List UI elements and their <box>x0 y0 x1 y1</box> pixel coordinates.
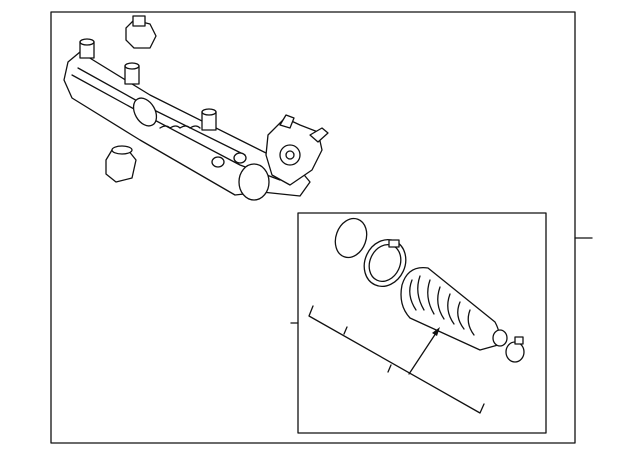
outer-frame <box>50 11 576 444</box>
stud-3 <box>201 108 217 131</box>
clamp-small <box>505 336 525 363</box>
steering-rack-assembly <box>63 38 329 201</box>
bushing-left <box>105 145 137 183</box>
boot <box>400 266 508 351</box>
callout-bracket <box>308 305 485 414</box>
stud-1 <box>79 38 95 59</box>
stud-2 <box>124 62 140 85</box>
clamp-large <box>363 239 407 287</box>
o-ring <box>334 217 368 259</box>
mount-bushing <box>125 15 157 49</box>
